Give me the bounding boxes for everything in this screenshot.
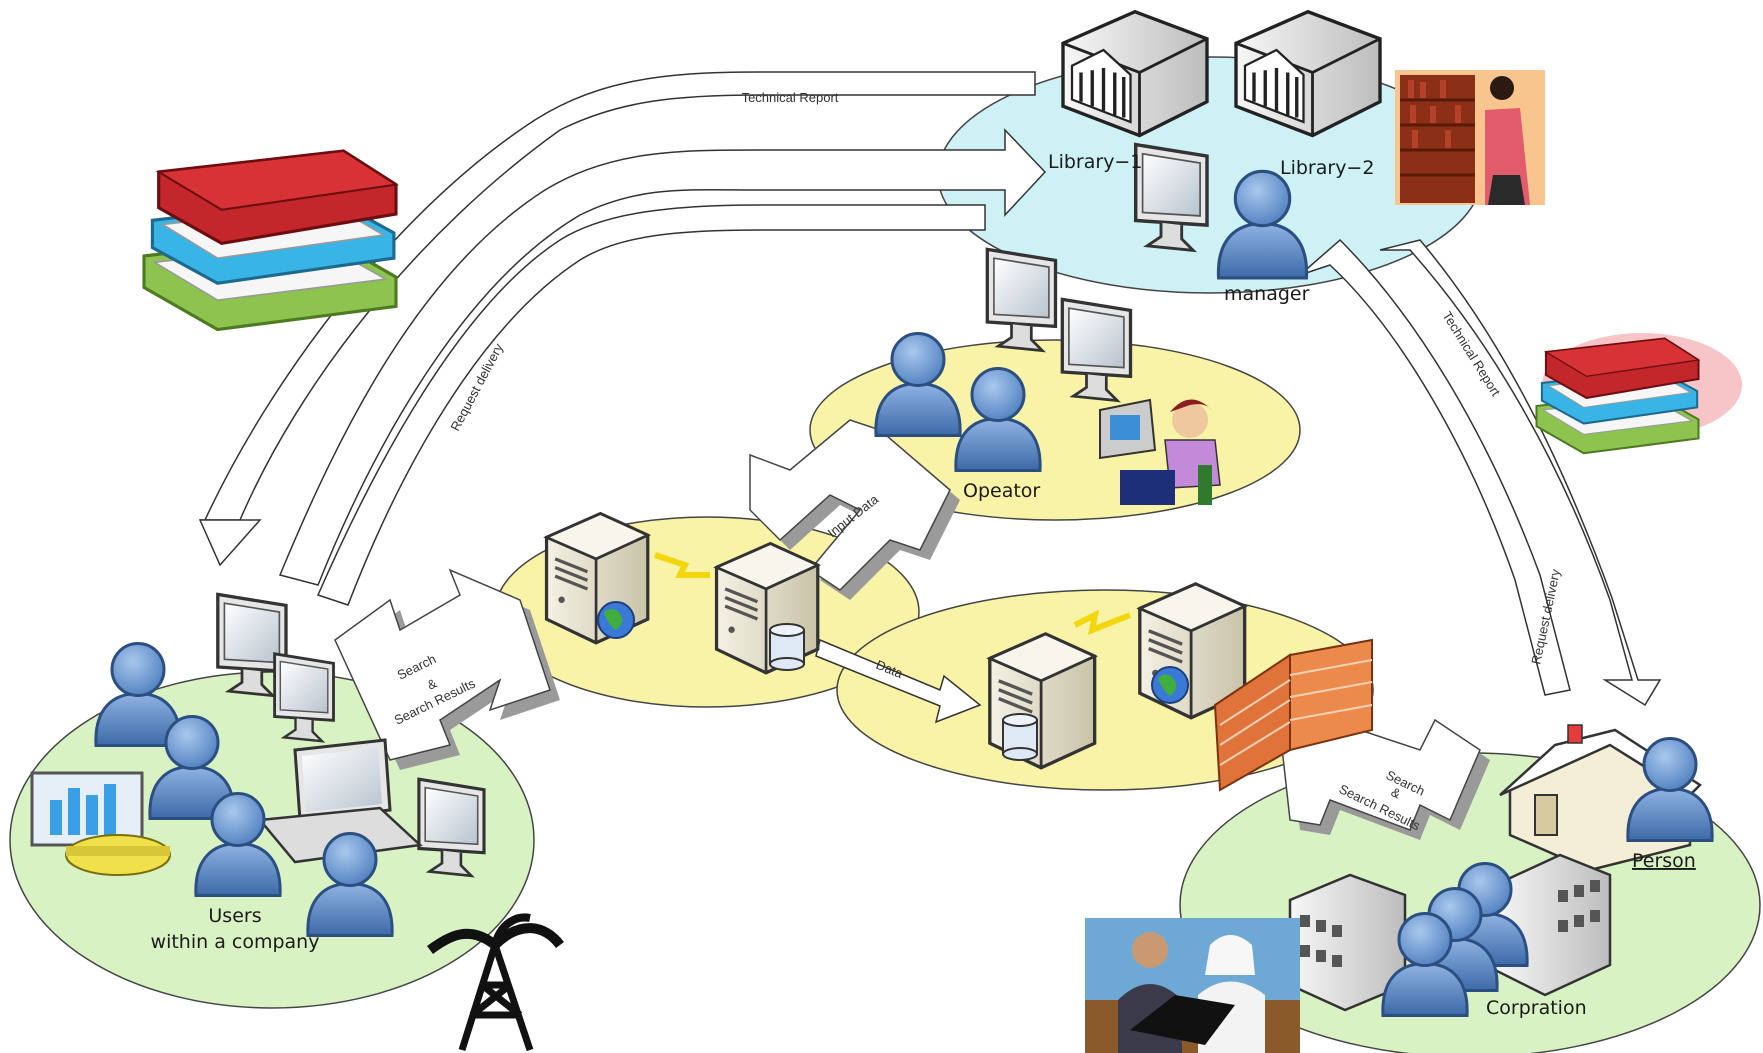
business-meeting-picture — [1085, 918, 1300, 1053]
library-1-label: Library−1 — [1048, 151, 1142, 173]
users-label-line1: Users — [208, 905, 261, 927]
arrow-request-delivery-left — [278, 128, 1047, 586]
users-label-line2: within a company — [151, 931, 320, 953]
arrow-request-delivery-right — [1299, 238, 1571, 696]
operator-at-desk-picture — [1099, 398, 1221, 505]
laptop-icon — [257, 738, 423, 864]
chart-tablet-icon — [30, 771, 171, 876]
arrow-input-data — [749, 419, 960, 600]
database-cylinder-icon — [769, 623, 805, 671]
operator-monitor-1-icon — [985, 247, 1058, 353]
library-2-label: Library−2 — [1280, 157, 1374, 179]
technical-report-top-label: Technical Report — [742, 90, 839, 105]
person-label: Person — [1632, 850, 1696, 872]
manager-label: manager — [1224, 283, 1310, 305]
firewall-icon — [1213, 638, 1373, 792]
books-stack-icon — [142, 149, 398, 332]
arrow-search-left — [334, 568, 560, 770]
corporation-label: Corpration — [1486, 997, 1587, 1019]
lightning-link-icon — [654, 552, 710, 578]
arrow-request-delivery-left-inner — [316, 204, 986, 606]
arrow-data — [815, 638, 982, 724]
librarian-picture — [1395, 70, 1545, 205]
lightning-link-2-icon — [1073, 609, 1132, 635]
database-cylinder-2-icon — [1002, 713, 1038, 761]
operator-label: Opeator — [963, 480, 1040, 502]
arrow-technical-report-right — [1379, 239, 1662, 707]
oil-derrick-icon — [427, 913, 564, 1052]
books-small-icon — [1535, 333, 1742, 455]
